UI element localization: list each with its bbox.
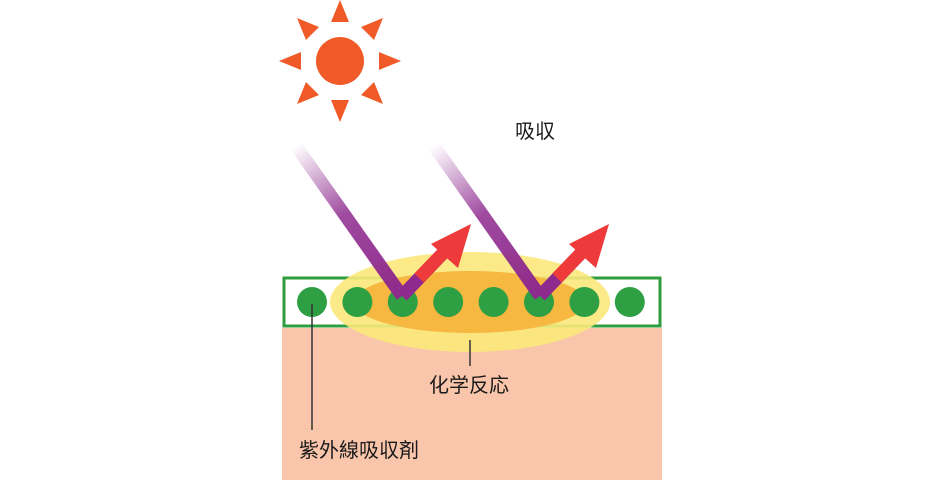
reflected-arrow-1 [397, 224, 471, 301]
particle-group [297, 287, 645, 317]
chemical-reaction-label: 化学反応 [429, 373, 509, 397]
sun-icon [279, 0, 401, 122]
reflected-arrow-2 [535, 224, 609, 301]
absorber-particle [342, 287, 373, 317]
skin-layer [282, 328, 662, 480]
absorption-label: 吸収 [515, 119, 555, 143]
absorber-particle [478, 287, 509, 317]
uv-ray-2 [428, 142, 546, 300]
absorber-particle [297, 287, 327, 317]
absorber-particle [614, 287, 645, 317]
absorber-particle [569, 287, 600, 317]
absorber-particle [433, 287, 464, 317]
uv-absorber-label: 紫外線吸収剤 [299, 438, 419, 462]
